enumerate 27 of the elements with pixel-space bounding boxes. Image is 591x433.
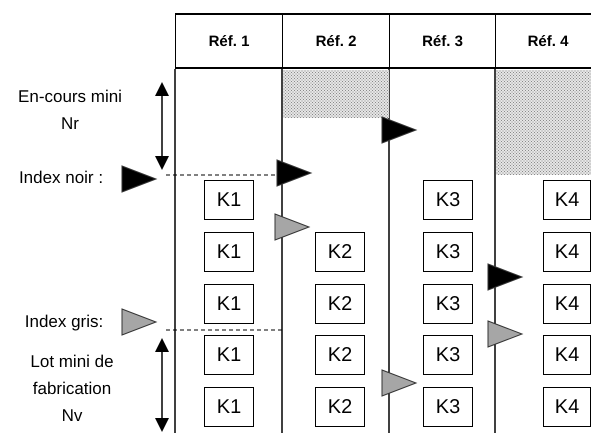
column-header: Réf. 1	[208, 32, 250, 50]
kanban-card: K3	[423, 232, 473, 272]
kanban-card: K2	[315, 232, 365, 272]
column-header: Réf. 2	[316, 32, 356, 50]
kanban-card: K4	[543, 232, 591, 272]
annotation-text: Index gris:	[24, 311, 104, 333]
kanban-card: K1	[204, 387, 254, 427]
column-header: Réf. 3	[422, 32, 463, 50]
kanban-card: K2	[315, 335, 365, 375]
kanban-card: K4	[543, 284, 591, 324]
column-header: Réf. 4	[528, 32, 568, 50]
kanban-card: K2	[315, 387, 365, 427]
kanban-card: K4	[543, 180, 591, 220]
kanban-card: K4	[543, 335, 591, 375]
kanban-card: K2	[315, 284, 365, 324]
kanban-card: K1	[204, 335, 254, 375]
kanban-card: K1	[204, 232, 254, 272]
kanban-card: K1	[204, 180, 254, 220]
kanban-card: K1	[204, 284, 254, 324]
kanban-card: K3	[423, 387, 473, 427]
kanban-card: K4	[543, 387, 591, 427]
annotation-text: Lot mini de fabrication Nv	[29, 351, 115, 427]
annotation-text: Index noir :	[18, 167, 104, 189]
annotation-text: En-cours mini Nr	[17, 86, 123, 135]
kanban-card: K3	[423, 284, 473, 324]
kanban-card: K3	[423, 180, 473, 220]
kanban-card: K3	[423, 335, 473, 375]
